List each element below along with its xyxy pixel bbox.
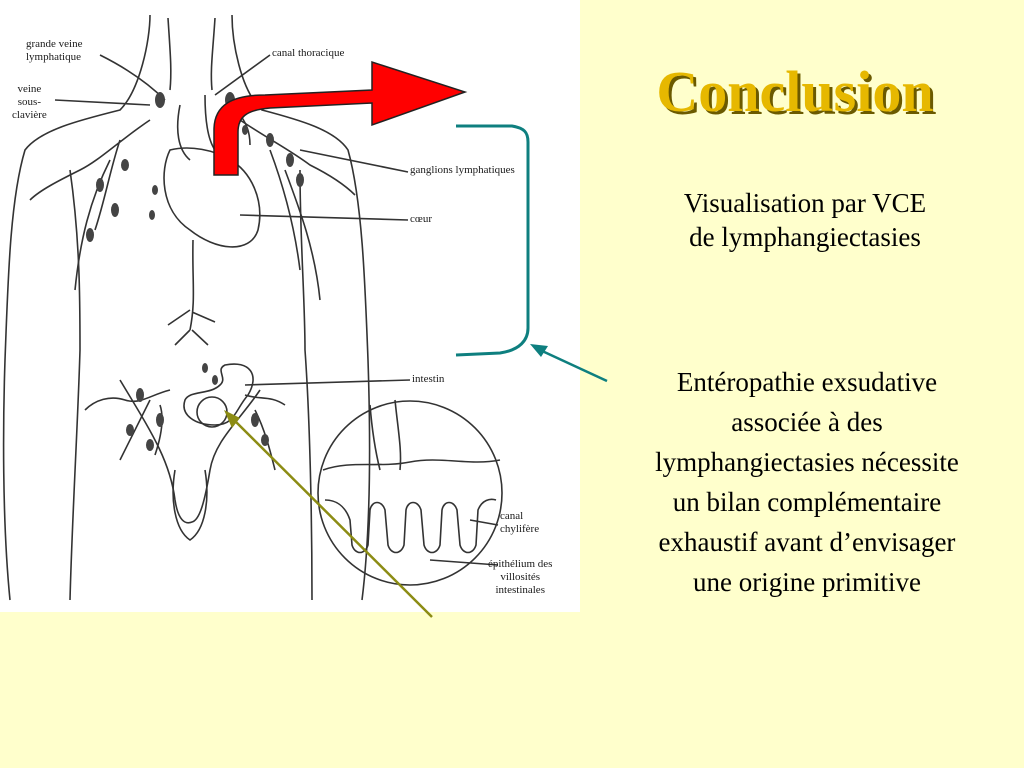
caption-line: de lymphangiectasies [689,222,921,252]
teal-pointer-line [539,348,608,383]
caption-line: exhaustif avant d’envisager [658,527,956,557]
olive-pointer-line [233,419,433,618]
thoracic-duct [167,239,216,346]
caption-line: un bilan complémentaire [672,487,942,517]
anatomy-drawing [2,14,503,601]
teal-pointer-head [530,344,548,357]
red-curved-arrow [213,60,468,176]
label-coeur: cœur [410,213,432,225]
label-veine-sous-claviere: veine sous- clavière [12,83,47,121]
label-epithelium: épithélium des villosités intestinales [488,558,553,596]
caption-visualisation: Visualisation par VCE de lymphangiectasi… [620,186,990,254]
caption-line: lymphangiectasies nécessite [655,447,959,477]
label-canal-chylifere: canal chylifère [500,510,540,535]
label-canal-thoracique: canal thoracique [272,47,345,59]
villi-magnifier [317,400,503,586]
label-ganglions: ganglions lymphatiques [410,164,515,176]
olive-pointer-head [224,410,240,428]
caption-line: Visualisation par VCE [683,188,927,218]
label-grande-veine: grande veine lymphatique [26,38,83,63]
caption-line: Entéropathie exsudative [676,367,938,397]
body-outline [2,14,151,601]
label-intestin: intestin [412,373,445,385]
teal-bracket [455,124,530,357]
caption-conclusion-text: Entéropathie exsudative associée à des l… [602,362,1012,602]
caption-line: associée à des [731,407,883,437]
slide-title: Conclusion [656,59,934,124]
caption-line: une origine primitive [693,567,921,597]
